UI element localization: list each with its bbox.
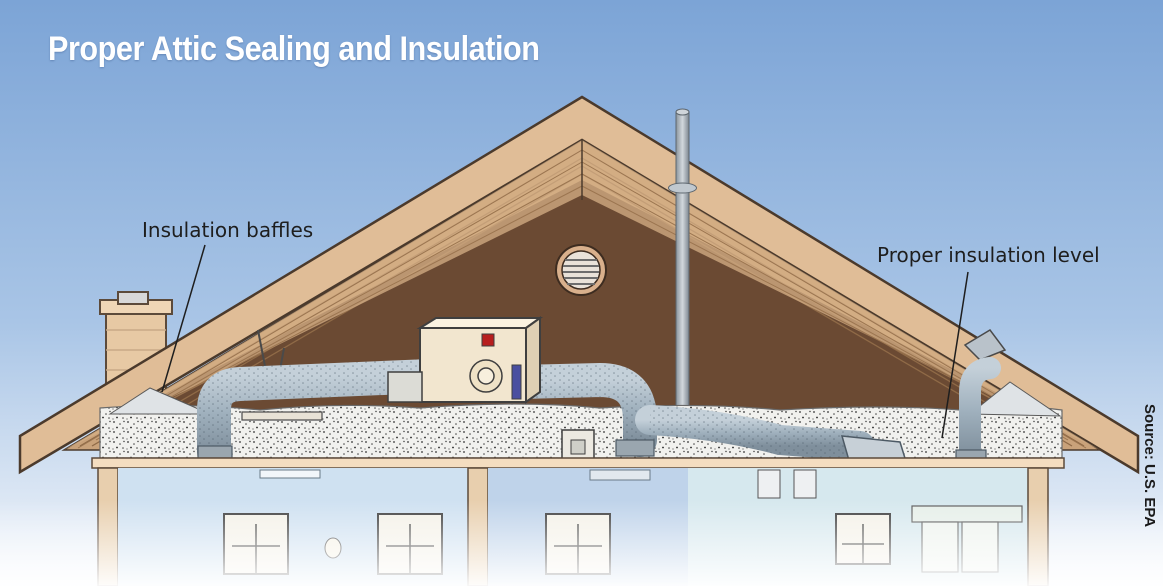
- leader-line-insulation-level: [941, 271, 969, 439]
- leader-line-baffles: [161, 244, 206, 393]
- roof-vent: [963, 329, 1007, 361]
- label-insulation-baffles: Insulation baffles: [142, 218, 314, 242]
- ductwork: [197, 357, 1001, 469]
- label-proper-insulation-level: Proper insulation level: [877, 243, 1100, 267]
- air-handler-unit: [387, 316, 544, 404]
- bottom-fade: [0, 500, 1163, 586]
- gable-vent: [555, 244, 607, 296]
- page-title: Proper Attic Sealing and Insulation: [48, 30, 540, 68]
- ceiling-plate: [91, 457, 1065, 469]
- source-credit: Source: U.S. EPA: [1141, 404, 1158, 528]
- attic-hatch: [241, 411, 323, 421]
- recessed-light-box: [561, 429, 595, 461]
